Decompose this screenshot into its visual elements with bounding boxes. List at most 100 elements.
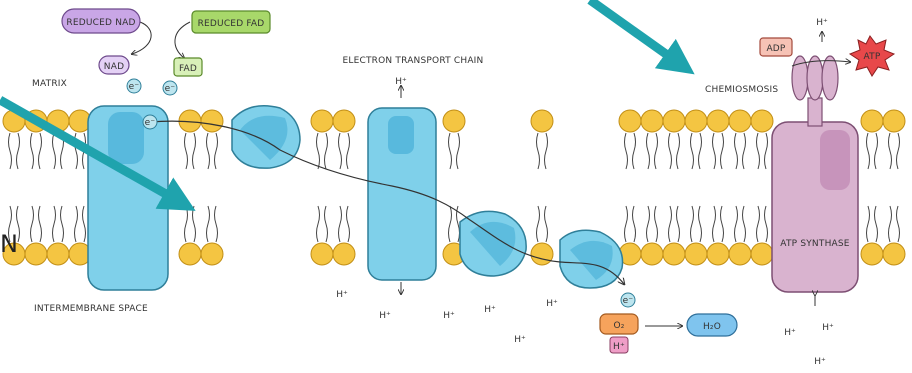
lipid-tail (867, 133, 870, 169)
phospholipid-head (641, 110, 663, 132)
lipid-tail (889, 206, 892, 242)
lipid-tail (691, 133, 694, 169)
proton-label-4: H⁺ (443, 311, 455, 321)
lipid-tail (317, 206, 320, 242)
proton-label-9: H⁺ (784, 328, 796, 338)
phospholipid-head (311, 243, 333, 265)
lipid-tail (765, 133, 768, 169)
chemiosmosis-label: CHEMIOSMOSIS (705, 85, 778, 95)
phospholipid-head (707, 243, 729, 265)
phospholipid-head (751, 243, 773, 265)
lipid-tail (17, 133, 20, 169)
lipid-tail (867, 206, 870, 242)
proton-label-2: H⁺ (336, 290, 348, 300)
lipid-tail (347, 133, 350, 169)
lipid-tail (53, 133, 56, 169)
phospholipid-head (883, 110, 905, 132)
lipid-tail (743, 133, 746, 169)
electron-1: e⁻ (127, 79, 141, 93)
phospholipid-head (47, 243, 69, 265)
lipid-tail (655, 206, 658, 242)
lipid-tail (743, 206, 746, 242)
lipid-tail (633, 133, 636, 169)
lipid-tail (625, 206, 628, 242)
complex-iv-a (460, 211, 526, 276)
lipid-tail (897, 133, 900, 169)
phospholipid-head (201, 110, 223, 132)
complex-iii (368, 108, 436, 280)
lipid-tail (339, 133, 342, 169)
lipid-tail (325, 133, 328, 169)
oxygen-tag: O₂ (600, 314, 638, 334)
lipid-tail (633, 206, 636, 242)
lipid-tail (207, 206, 210, 242)
lipid-tail (31, 206, 34, 242)
proton-label-3: H⁺ (379, 311, 391, 321)
proton-label-8: H⁺ (816, 18, 828, 28)
lipid-tail (39, 206, 42, 242)
lipid-tail (625, 133, 628, 169)
lipid-tail (75, 206, 78, 242)
phospholipid-head (619, 110, 641, 132)
phospholipid-head (531, 243, 553, 265)
donor-arrows (132, 22, 850, 326)
electron-3-text: e⁻ (145, 118, 156, 128)
phospholipid-head (729, 110, 751, 132)
phospholipid-head (201, 243, 223, 265)
lipid-tail (317, 133, 320, 169)
reduced-nad-text: REDUCED NAD (66, 18, 135, 28)
lipid-tail (339, 206, 342, 242)
phospholipid-head (641, 243, 663, 265)
lipid-tail (31, 133, 34, 169)
water-tag: H₂O (687, 314, 737, 336)
lipid-tail (721, 206, 724, 242)
electron-1-text: e⁻ (129, 82, 140, 92)
lipid-tail (215, 133, 218, 169)
phospholipid-head (333, 110, 355, 132)
electron-4: e⁻ (621, 293, 635, 307)
lipid-tail (677, 133, 680, 169)
phospholipid-head (663, 110, 685, 132)
phospholipid-head (531, 110, 553, 132)
complex-ii (232, 106, 300, 168)
lipid-tail (325, 206, 328, 242)
proton-label-7: H⁺ (514, 335, 526, 345)
nad-tag: NAD (99, 56, 129, 74)
phospholipid-head (333, 243, 355, 265)
phospholipid-head (663, 243, 685, 265)
teal-arrow-top (590, 0, 680, 64)
lipid-tail (185, 206, 188, 242)
proton-label-10: H⁺ (822, 323, 834, 333)
lipid-tail (207, 133, 210, 169)
etc-label: ELECTRON TRANSPORT CHAIN (343, 56, 484, 66)
lipid-tail (713, 206, 716, 242)
complex-i (88, 106, 168, 290)
lipid-tail (757, 206, 760, 242)
lipid-tail (537, 206, 540, 242)
adp-tag: ADP (760, 38, 792, 56)
proton-label-1: H⁺ (395, 77, 407, 87)
lipid-tail (699, 206, 702, 242)
intermembrane-label: INTERMEMBRANE SPACE (34, 304, 148, 314)
atp-starburst: ATP (850, 36, 894, 76)
lipid-tail (647, 206, 650, 242)
proton-tag: H⁺ (610, 337, 628, 353)
fad-text: FAD (179, 64, 197, 74)
lipid-tail (699, 133, 702, 169)
lipid-tail (545, 206, 548, 242)
lipid-tail (83, 206, 86, 242)
lipid-tail (545, 133, 548, 169)
complex-iv-b (560, 230, 623, 288)
lipid-tail (765, 206, 768, 242)
lipid-tail (735, 133, 738, 169)
phospholipid-head (25, 243, 47, 265)
water-text: H₂O (703, 322, 721, 332)
electron-4-text: e⁻ (623, 296, 634, 306)
phospholipid-head (751, 110, 773, 132)
phospholipid-head (883, 243, 905, 265)
reduced-fad-tag: REDUCED FAD (192, 11, 270, 33)
electron-2: e⁻ (163, 81, 177, 95)
lipid-tail (457, 133, 460, 169)
lipid-tail (757, 133, 760, 169)
atp-synthase-label: ATP SYNTHASE (780, 239, 850, 249)
